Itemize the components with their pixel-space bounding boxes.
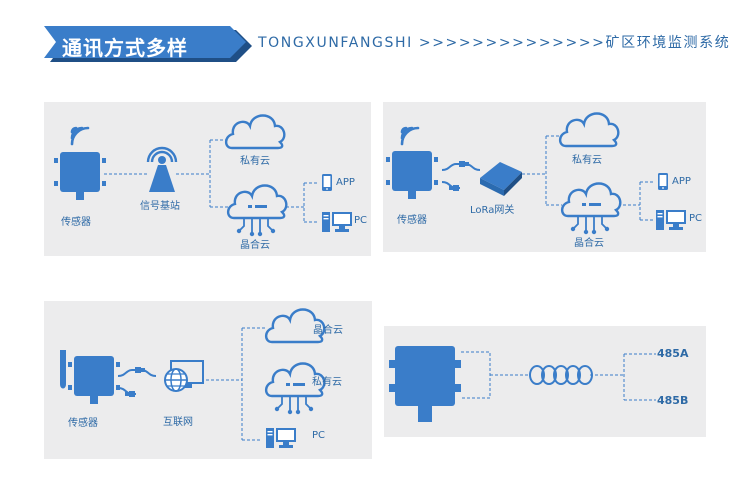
- p1-wifi-icon: [70, 126, 90, 146]
- p3-internet-label: 互联网: [163, 417, 193, 428]
- p1-sensor-group: [54, 126, 106, 200]
- p3-internet-icon: [164, 360, 204, 392]
- p4-wire-lines: [461, 351, 656, 401]
- p2-jinghe-cloud-label: 晶合云: [574, 238, 604, 249]
- p2-private-cloud-label: 私有云: [572, 155, 602, 166]
- p4-device-icon: [389, 346, 461, 422]
- p1-private-cloud-icon: [224, 114, 286, 150]
- p2-jinghe-cloud-icon: [560, 182, 622, 236]
- p2-wifi-icon: [400, 126, 420, 146]
- p2-pc-label: PC: [689, 213, 703, 224]
- p1-app-label: APP: [336, 177, 355, 188]
- p2-app-label: APP: [672, 176, 691, 187]
- banner-shape: [44, 26, 252, 62]
- p1-private-cloud-label: 私有云: [240, 156, 270, 167]
- p1-pc-label: PC: [354, 215, 368, 226]
- p1-sensor-label: 传感器: [61, 217, 91, 228]
- p2-sensor-icon: [386, 151, 438, 199]
- p2-pc-icon: [656, 210, 686, 230]
- p2-phone-icon: [658, 173, 668, 190]
- p1-pc-icon: [322, 212, 352, 232]
- p1-jinghe-cloud-label: 晶合云: [240, 240, 270, 251]
- p3-sensor-icon: [60, 350, 120, 404]
- p1-sensor-icon: [54, 152, 106, 200]
- p1-jinghe-cloud-icon: [226, 184, 288, 238]
- p3-sensor-label: 传感器: [68, 418, 98, 429]
- section-banner: 通讯方式多样: [40, 26, 255, 64]
- p1-base-station-label: 信号基站: [140, 201, 180, 212]
- p1-base-station-icon: [146, 146, 178, 192]
- p3-private-cloud-icon: [264, 362, 326, 416]
- p3-cable-icon: [117, 366, 157, 398]
- p4-coil-icon: [529, 365, 593, 385]
- page-subtitle: TONGXUNFANGSHI >>>>>>>>>>>>>>矿区环境监测系统: [258, 35, 731, 51]
- p2-connectors: [522, 135, 654, 221]
- p3-jinghe-cloud-label: 晶合云: [313, 325, 343, 336]
- p3-connectors: [206, 327, 266, 441]
- p3-pc-label: PC: [312, 430, 326, 441]
- p4-485b-label: 485B: [657, 394, 689, 407]
- p2-gateway-icon: [480, 162, 522, 196]
- p1-connectors: [104, 139, 318, 223]
- p2-sensor-label: 传感器: [397, 215, 427, 226]
- p4-485a-label: 485A: [657, 347, 689, 360]
- p3-private-cloud-label: 私有云: [312, 377, 342, 388]
- banner-title: 通讯方式多样: [62, 36, 188, 60]
- p2-cable-icon: [441, 160, 481, 192]
- p3-pc-icon: [266, 428, 296, 448]
- p2-private-cloud-icon: [558, 112, 620, 148]
- p1-phone-icon: [322, 174, 332, 191]
- p2-sensor-group: [386, 126, 438, 199]
- panel-lora: [383, 102, 706, 252]
- p2-gateway-label: LoRa网关: [470, 205, 515, 216]
